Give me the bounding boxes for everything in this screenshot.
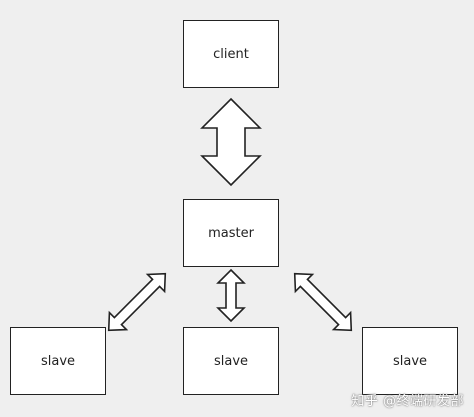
arrow-master-slave-right — [293, 272, 353, 332]
slave-center-label: slave — [213, 353, 249, 369]
slave-right-label: slave — [392, 353, 428, 369]
master-label: master — [208, 225, 254, 241]
slave-node-right: slave — [362, 327, 458, 395]
arrow-client-master — [200, 97, 262, 187]
master-node: master — [183, 199, 279, 267]
slave-node-center: slave — [183, 327, 279, 395]
arrow-master-slave-left — [107, 272, 167, 332]
watermark-text: 知乎 @终端研发部 — [351, 394, 464, 409]
slave-node-left: slave — [10, 327, 106, 395]
client-label: client — [213, 46, 249, 62]
arrow-master-slave-center — [216, 268, 246, 323]
slave-left-label: slave — [40, 353, 76, 369]
client-node: client — [183, 20, 279, 88]
